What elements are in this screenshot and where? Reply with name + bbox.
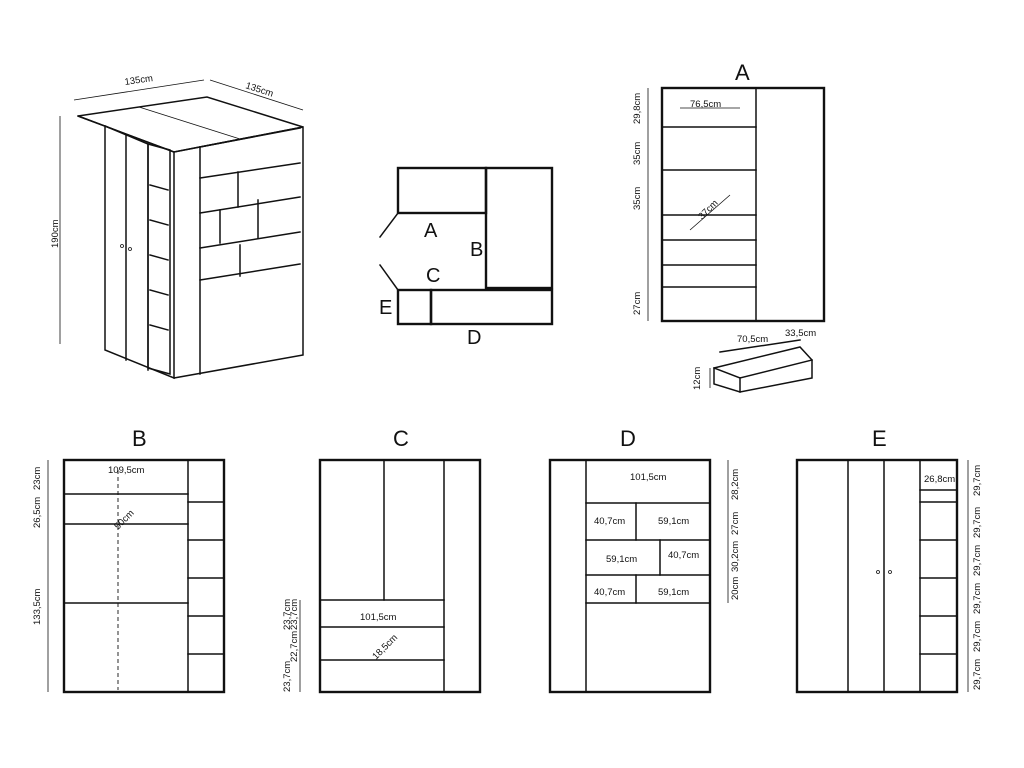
elevation-d-shelf-2: 59,1cm xyxy=(658,516,689,527)
elevation-b-width: 109,5cm xyxy=(108,465,145,476)
plan-label-a: A xyxy=(424,220,438,242)
elevation-c-dim-3: 22,7cm xyxy=(289,631,300,662)
elevation-e-title: E xyxy=(872,426,887,451)
elevation-d-shelf-6: 59,1cm xyxy=(658,587,689,598)
elevation-d: D 101,5cm 40,7cm 59,1cm 59,1cm 40,7cm 40… xyxy=(548,426,741,694)
elevation-a-shelf-width: 76,5cm xyxy=(690,99,721,110)
elevation-d-dim-1: 28,2cm xyxy=(730,469,741,500)
elevation-d-shelf-5: 40,7cm xyxy=(594,587,625,598)
elevation-c-width: 101,5cm xyxy=(360,612,397,623)
elevation-e-dim-5: 29,7cm xyxy=(972,621,983,652)
elevation-d-width: 101,5cm xyxy=(630,472,667,483)
elevation-b: B 109,5cm 50cm 23cm 26,5cm 133,5cm xyxy=(32,426,226,694)
plan-label-e: E xyxy=(379,297,392,319)
elevation-c-dim-4: 23,7cm xyxy=(282,661,293,692)
elevation-d-dim-3: 30,2cm xyxy=(730,541,741,572)
elevation-e-shelf-width: 26,8cm xyxy=(924,474,955,485)
elevation-b-depth: 50cm xyxy=(112,508,136,532)
elevation-a-dim-4: 27cm xyxy=(632,292,643,315)
plan-label-c: C xyxy=(426,265,440,287)
elevation-d-shelf-1: 40,7cm xyxy=(594,516,625,527)
plan-label-d: D xyxy=(467,327,481,349)
elevation-d-shelf-4: 40,7cm xyxy=(668,550,699,561)
drawer-height: 12cm xyxy=(692,367,703,390)
elevation-a-dim-1: 29,8cm xyxy=(632,93,643,124)
isometric-view: 135cm 135cm 190cm xyxy=(50,73,304,380)
elevation-c: C 101,5cm 18,5cm 23,7cm 23,7cm 22,7cm 23… xyxy=(282,426,482,694)
drawer-detail: 70,5cm 33,5cm 12cm xyxy=(692,328,816,393)
elevation-e-dim-2: 29,7cm xyxy=(972,507,983,538)
elevation-c-dim-1: 23,7cm xyxy=(282,599,293,630)
elevation-d-shelf-3: 59,1cm xyxy=(606,554,637,565)
elevation-d-title: D xyxy=(620,426,636,451)
iso-depth-label: 135cm xyxy=(244,80,275,99)
drawer-width: 70,5cm xyxy=(737,334,768,345)
elevation-a-title: A xyxy=(735,60,750,85)
elevation-c-dim-2: 23,7cm xyxy=(289,599,300,630)
elevation-e-dim-3: 29,7cm xyxy=(972,545,983,576)
elevation-d-dim-2: 27cm xyxy=(730,512,741,535)
drawer-depth: 33,5cm xyxy=(785,328,816,339)
iso-height-label: 190cm xyxy=(50,219,61,248)
elevation-e-dim-1: 29,7cm xyxy=(972,465,983,496)
elevation-e-dim-4: 29,7cm xyxy=(972,583,983,614)
plan-view: A B C D E xyxy=(378,166,554,349)
elevation-a: A 76,5cm 37cm 29,8cm 35cm 35cm 27cm xyxy=(632,60,826,323)
plan-label-b: B xyxy=(470,239,483,261)
elevation-b-dim-2: 26,5cm xyxy=(32,497,43,528)
elevation-d-dim-4: 20cm xyxy=(730,577,741,600)
elevation-b-title: B xyxy=(132,426,147,451)
elevation-a-dim-3: 35cm xyxy=(632,187,643,210)
elevation-b-dim-1: 23cm xyxy=(32,467,43,490)
elevation-a-dim-2: 35cm xyxy=(632,142,643,165)
elevation-e-dim-6: 29,7cm xyxy=(972,659,983,690)
elevation-c-title: C xyxy=(393,426,409,451)
elevation-c-depth: 18,5cm xyxy=(370,632,400,662)
elevation-b-dim-3: 133,5cm xyxy=(32,588,43,625)
elevation-a-depth: 37cm xyxy=(696,198,720,222)
elevation-e: E 26,8cm 29,7cm 29,7cm 29,7cm 29,7cm 29,… xyxy=(795,426,983,694)
iso-width-label: 135cm xyxy=(124,73,154,88)
